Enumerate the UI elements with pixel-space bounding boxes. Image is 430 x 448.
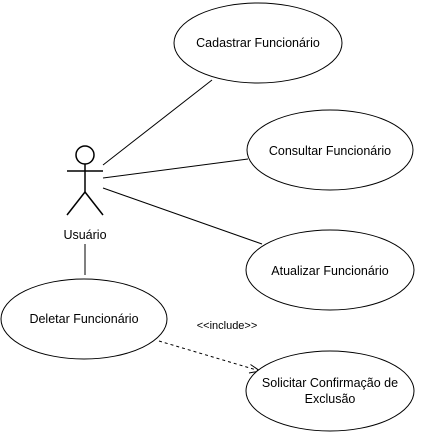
usecase-solicitar-confirmacao[interactable]: Solicitar Confirmação de Exclusão (245, 350, 415, 432)
association-atualizar (102, 187, 263, 245)
actor-label: Usuário (63, 228, 106, 242)
usecase-deletar-shape (0, 278, 168, 360)
usecase-solicitar-label-line1: Solicitar Confirmação de (262, 376, 398, 390)
actor-left-leg (66, 191, 86, 216)
association-consultar (102, 158, 249, 179)
association-cadastrar (102, 79, 213, 166)
usecase-atualizar-label: Atualizar Funcionário (271, 264, 388, 278)
actor-right-leg (84, 191, 104, 216)
actor-usuario[interactable] (66, 145, 104, 216)
usecase-consultar-label: Consultar Funcionário (269, 144, 391, 158)
usecase-solicitar-label-line2: Exclusão (305, 392, 356, 406)
include-relationship-line (158, 340, 261, 372)
usecase-cadastrar[interactable]: Cadastrar Funcionário (173, 2, 343, 84)
usecase-solicitar-shape (245, 350, 415, 432)
usecase-consultar-shape (246, 109, 414, 191)
usecase-cadastrar-label: Cadastrar Funcionário (196, 36, 320, 50)
usecase-deletar[interactable]: Deletar Funcionário (0, 278, 168, 360)
usecase-atualizar-shape (245, 229, 415, 311)
usecase-consultar[interactable]: Consultar Funcionário (246, 109, 414, 191)
usecase-atualizar[interactable]: Atualizar Funcionário (245, 229, 415, 311)
usecase-cadastrar-shape (173, 2, 343, 84)
include-label: <<include>> (197, 320, 258, 332)
usecase-deletar-label: Deletar Funcionário (29, 312, 138, 326)
actor-head (75, 145, 95, 165)
